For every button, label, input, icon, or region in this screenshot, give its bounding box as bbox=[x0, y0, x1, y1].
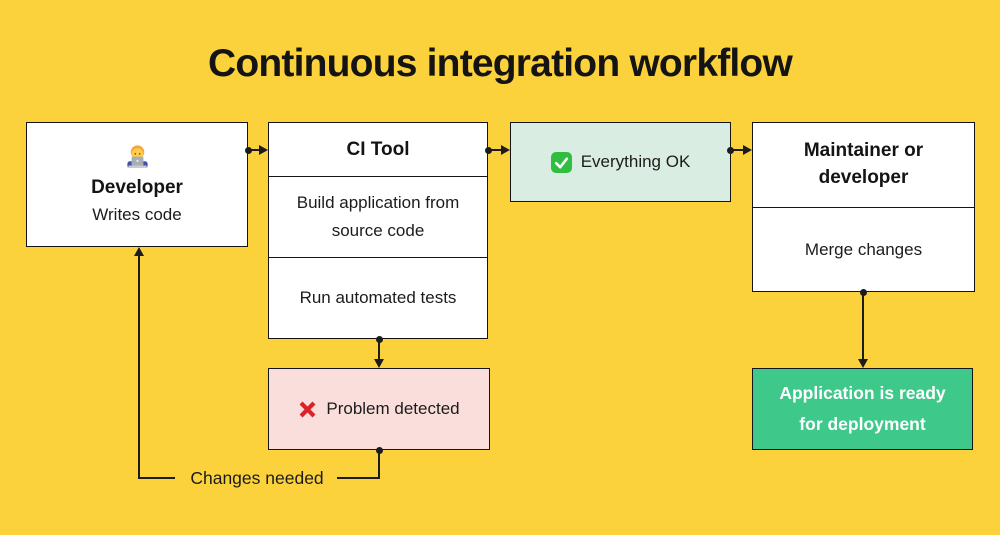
node-developer-title: Developer bbox=[91, 177, 183, 198]
node-deployment-ready: Application is ready for deployment bbox=[752, 368, 973, 450]
check-mark-icon bbox=[550, 151, 572, 173]
node-ci-tool: CI Tool Build application from source co… bbox=[268, 122, 488, 339]
connector-ci-ok-arrowhead bbox=[501, 145, 510, 155]
connector-ci-ok-line bbox=[488, 149, 502, 151]
connector-ok-maintainer-line bbox=[730, 149, 744, 151]
page-title: Continuous integration workflow bbox=[208, 42, 793, 85]
node-maintainer-action: Merge changes bbox=[804, 239, 923, 259]
node-developer-subtitle: Writes code bbox=[92, 205, 182, 224]
connector-problem-developer-vline-left bbox=[138, 255, 140, 479]
node-everything-ok: Everything OK bbox=[510, 122, 731, 202]
connector-ci-problem-line bbox=[378, 339, 380, 360]
connector-developer-ci-line bbox=[248, 149, 261, 151]
node-ci-tool-title: CI Tool bbox=[269, 123, 487, 177]
technologist-icon bbox=[124, 144, 151, 171]
connector-maintainer-deploy-arrowhead bbox=[858, 359, 868, 368]
connector-problem-developer-vline-right bbox=[378, 450, 380, 479]
connector-maintainer-deploy-line bbox=[862, 292, 864, 360]
connector-ci-problem-arrowhead bbox=[374, 359, 384, 368]
changes-needed-label: Changes needed bbox=[190, 468, 324, 488]
ci-step-build: Build application from source code bbox=[269, 177, 487, 258]
connector-developer-ci-arrowhead bbox=[259, 145, 268, 155]
cross-mark-icon bbox=[298, 400, 317, 419]
node-problem-detected: Problem detected bbox=[268, 368, 490, 450]
ci-step-run-tests: Run automated tests bbox=[299, 287, 457, 307]
everything-ok-label: Everything OK bbox=[580, 152, 691, 171]
node-developer: Developer Writes code bbox=[26, 122, 248, 247]
connector-problem-developer-hline-left bbox=[138, 477, 175, 479]
connector-problem-developer-hline-right bbox=[337, 477, 380, 479]
deployment-ready-label: Application is ready for deployment bbox=[779, 383, 946, 434]
connector-ok-maintainer-arrowhead bbox=[743, 145, 752, 155]
problem-detected-label: Problem detected bbox=[326, 399, 460, 418]
node-maintainer-title: Maintainer or developer bbox=[753, 123, 974, 208]
node-maintainer: Maintainer or developer Merge changes bbox=[752, 122, 975, 292]
connector-problem-developer-arrowhead bbox=[134, 247, 144, 256]
